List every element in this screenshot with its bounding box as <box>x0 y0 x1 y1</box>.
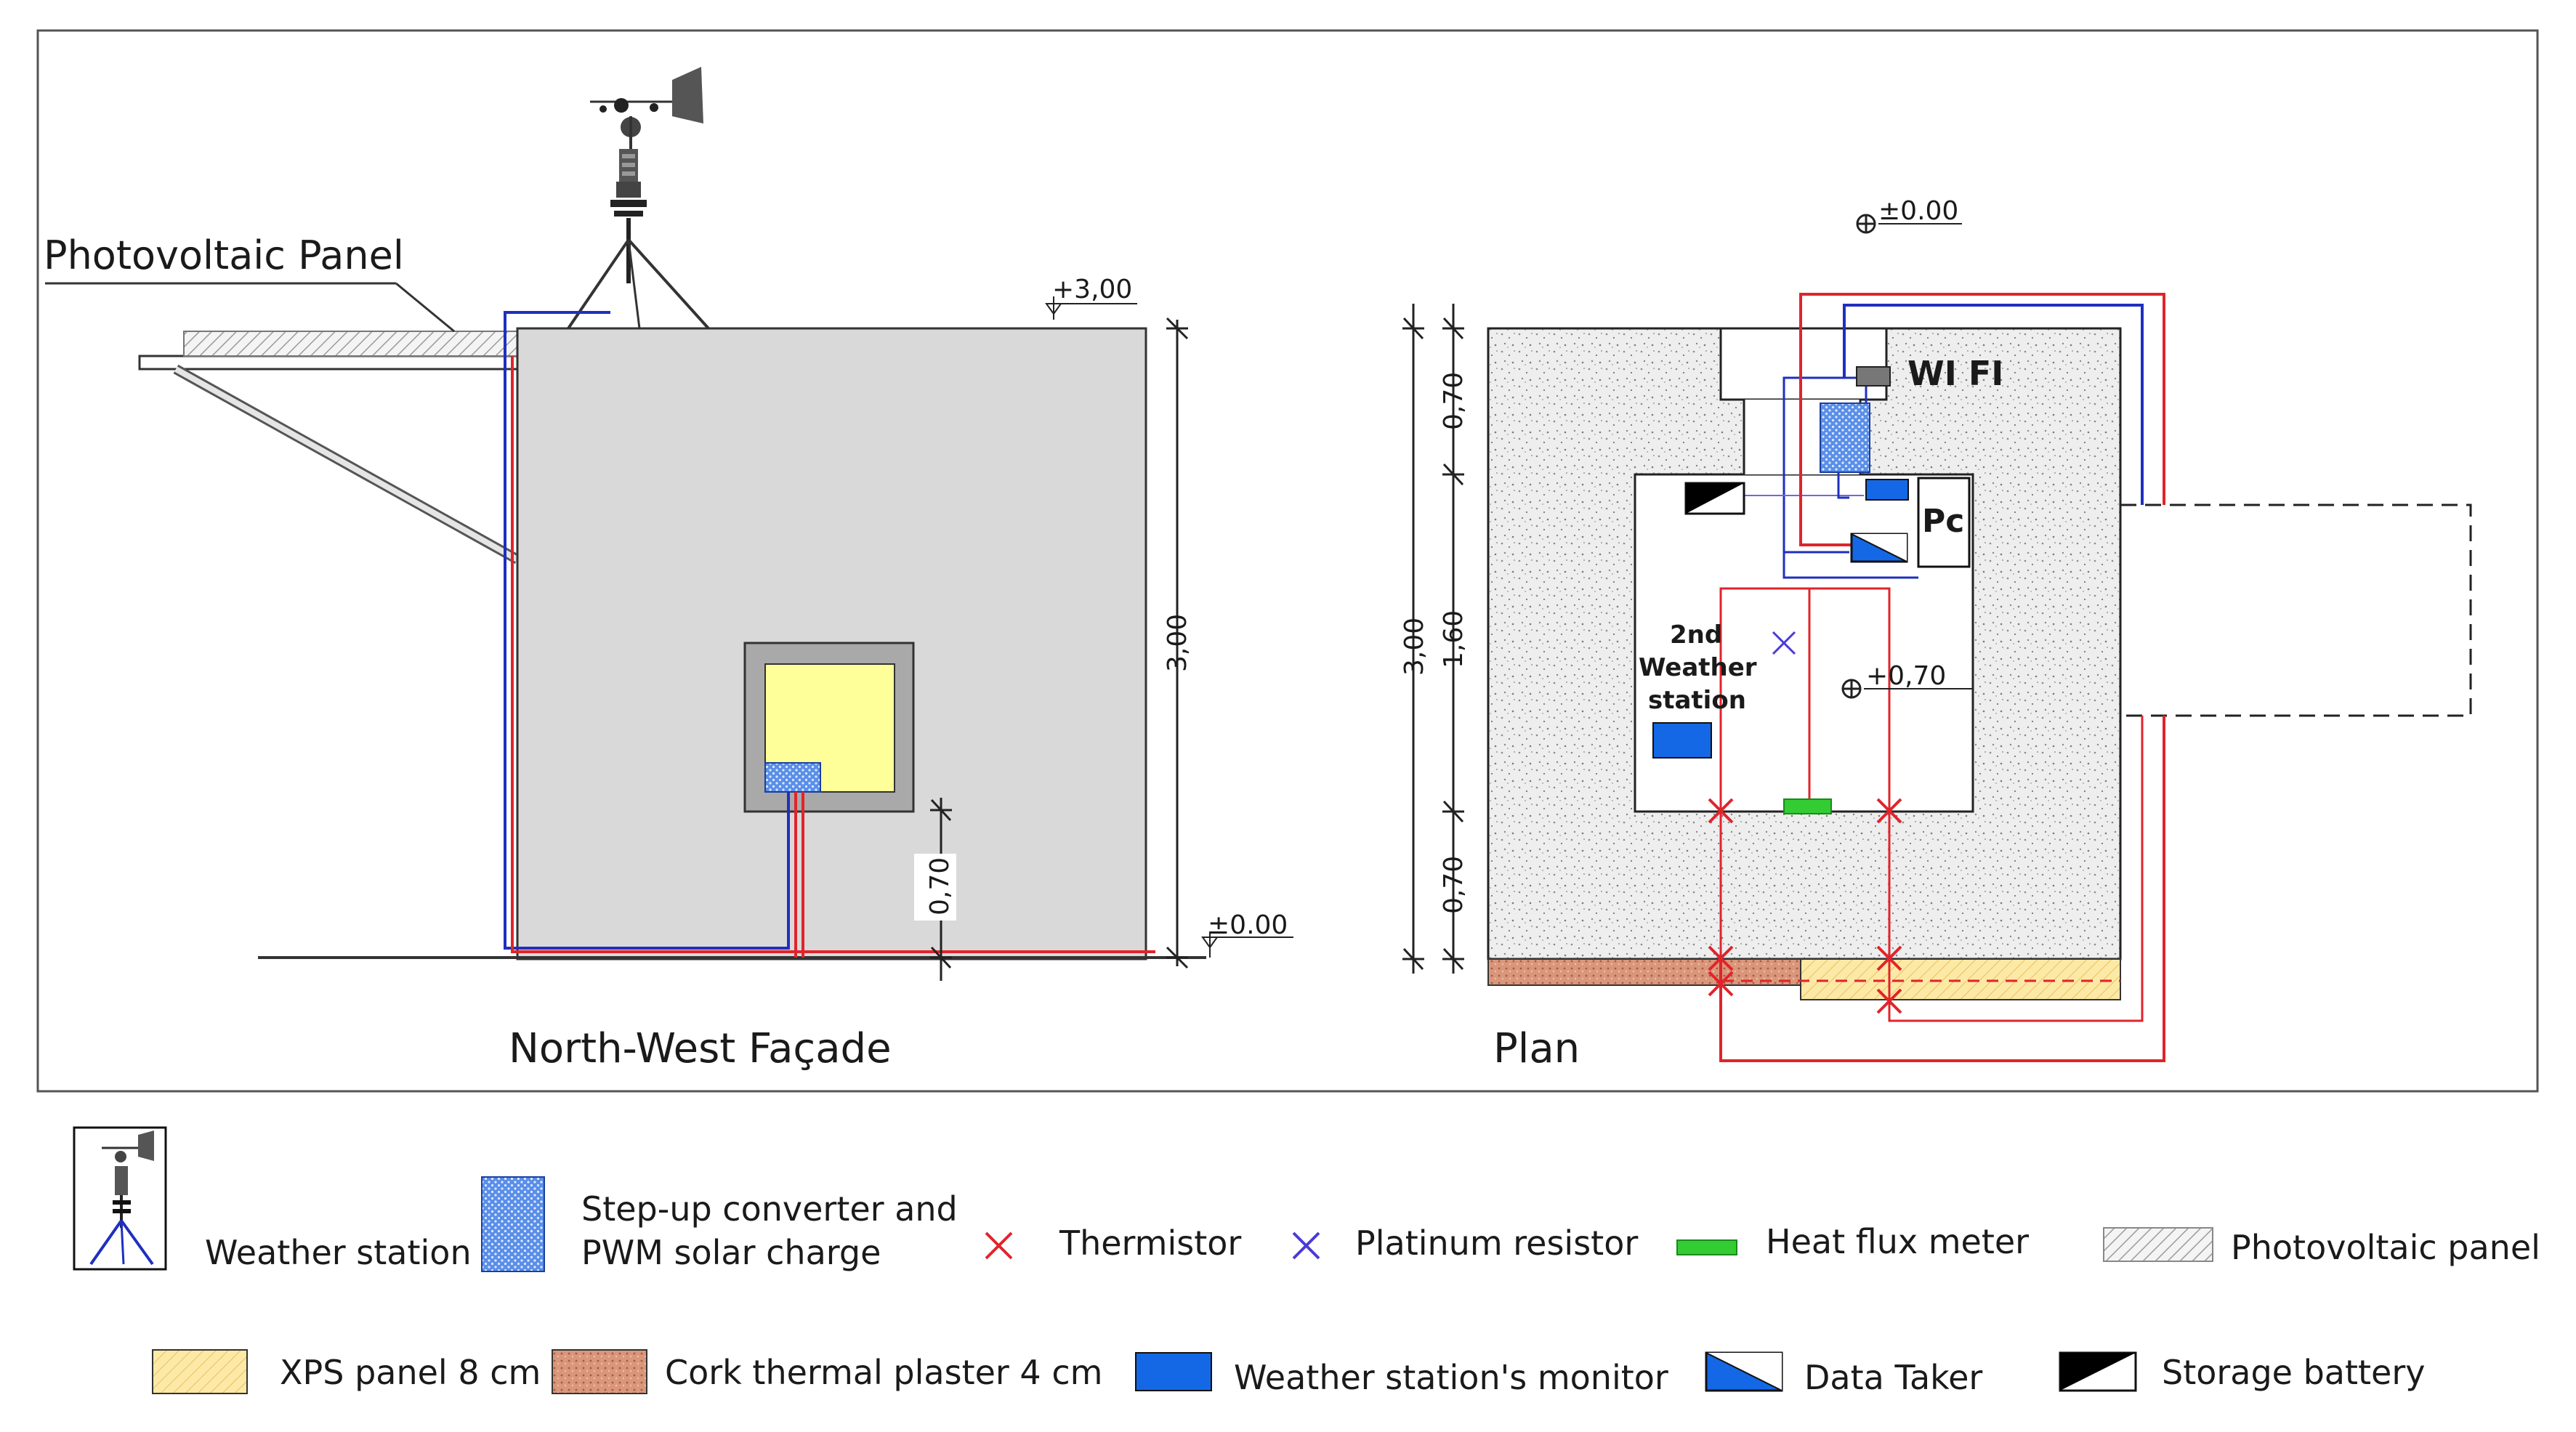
pv-canopy-beam <box>138 355 519 371</box>
facade-stepup-converter <box>764 762 821 793</box>
legend: Weather station Step-up converter and PW… <box>73 1126 2540 1397</box>
plan-monitor-small <box>1865 479 1909 501</box>
svg-text:+0,70: +0,70 <box>1866 661 1946 691</box>
plan-red-wire-4 <box>1719 716 2165 1062</box>
plan-view: WI FI Pc 2nd Weather station <box>1400 196 2472 1072</box>
plan-second-station-line1: 2nd <box>1670 620 1722 650</box>
photovoltaic-panel <box>183 331 519 357</box>
plan-red-wire-1 <box>1799 293 2165 546</box>
legend-weather-station-label: Weather station <box>205 1233 472 1272</box>
plan-blue-wire-2 <box>1782 376 1918 579</box>
legend-heat-flux-swatch <box>1676 1239 1737 1255</box>
plan-top-notch <box>1719 327 1888 401</box>
legend-cork-label: Cork thermal plaster 4 cm <box>665 1353 1102 1392</box>
legend-monitor-label: Weather station's monitor <box>1234 1358 1668 1397</box>
svg-text:±0.00: ±0.00 <box>1208 910 1288 940</box>
legend-weather-station-icon <box>73 1126 167 1271</box>
weather-station-mast <box>567 67 710 330</box>
plan-data-taker <box>1850 533 1908 563</box>
legend-platinum-label: Platinum resistor <box>1355 1223 1638 1263</box>
plan-title: Plan <box>1493 1025 1580 1072</box>
legend-monitor-swatch <box>1135 1352 1212 1391</box>
facade-level-top: +3,00 <box>1045 275 1137 320</box>
pv-label: Photovoltaic Panel <box>44 232 404 278</box>
legend-platinum-icon <box>1292 1231 1320 1260</box>
plan-thermistors <box>1708 798 1902 1014</box>
plan-second-station-line3: station <box>1648 686 1746 715</box>
plan-second-station-line2: Weather <box>1639 653 1757 682</box>
plan-dimensions <box>1402 304 1464 974</box>
facade-level-zero: ±0.00 <box>1201 910 1293 958</box>
svg-text:±0.00: ±0.00 <box>1878 196 1958 226</box>
plan-storage-battery <box>1684 482 1745 515</box>
plan-dim-mid: 1,60 <box>1439 610 1469 668</box>
svg-text:3,00: 3,00 <box>1163 614 1192 672</box>
legend-cork-swatch <box>552 1349 647 1394</box>
plan-level-mid: +0,70 <box>1841 661 1973 699</box>
legend-battery-label: Storage battery <box>2162 1353 2426 1392</box>
plan-blue-wire-1 <box>1843 304 2144 505</box>
plan-second-station-monitor <box>1652 722 1712 759</box>
plan-pc <box>1917 477 1971 568</box>
plan-red-wire-2 <box>1719 587 1891 812</box>
plan-wifi-device <box>1856 366 1891 387</box>
plan-dim-top: 0,70 <box>1439 372 1469 430</box>
plan-xps-panel <box>1800 958 2121 1000</box>
legend-photovoltaic-swatch <box>2103 1227 2213 1262</box>
facade-dim-height: 3,00 <box>1163 317 1192 969</box>
legend-xps-swatch <box>152 1349 248 1394</box>
legend-data-taker-swatch <box>1705 1351 1783 1392</box>
legend-thermistor-label: Thermistor <box>1059 1223 1241 1263</box>
legend-stepup-line1: Step-up converter and <box>581 1189 958 1229</box>
svg-text:+3,00: +3,00 <box>1052 275 1132 304</box>
plan-stepup-converter <box>1820 403 1870 473</box>
legend-stepup-swatch <box>481 1176 545 1272</box>
main-frame <box>36 29 2539 1093</box>
facade-blue-wire <box>504 311 790 950</box>
plan-dim-total: 3,00 <box>1400 618 1429 676</box>
legend-stepup-line2: PWM solar charge <box>581 1233 881 1272</box>
plan-wifi-label: WI FI <box>1907 354 2003 393</box>
legend-battery-swatch <box>2059 1351 2137 1392</box>
plan-heat-flux-meter <box>1783 798 1832 814</box>
plan-canopy-outline <box>2120 503 2472 717</box>
facade-dim-window: 0,70 <box>914 798 956 981</box>
legend-data-taker-label: Data Taker <box>1804 1358 1982 1397</box>
facade-view: Photovoltaic Panel <box>44 67 1293 1072</box>
plan-platinum-resistor <box>1772 631 1796 655</box>
plan-cork-plaster <box>1487 958 1801 986</box>
legend-photovoltaic-label: Photovoltaic panel <box>2231 1228 2540 1267</box>
legend-thermistor-icon <box>985 1231 1013 1260</box>
facade-title: North-West Façade <box>509 1025 892 1072</box>
plan-pc-label: Pc <box>1922 503 1964 540</box>
plan-level-zero: ±0.00 <box>1856 196 1962 234</box>
legend-heat-flux-label: Heat flux meter <box>1766 1222 2029 1261</box>
svg-text:0,70: 0,70 <box>925 857 955 915</box>
legend-xps-label: XPS panel 8 cm <box>280 1353 541 1392</box>
plan-dim-bottom: 0,70 <box>1439 856 1469 914</box>
